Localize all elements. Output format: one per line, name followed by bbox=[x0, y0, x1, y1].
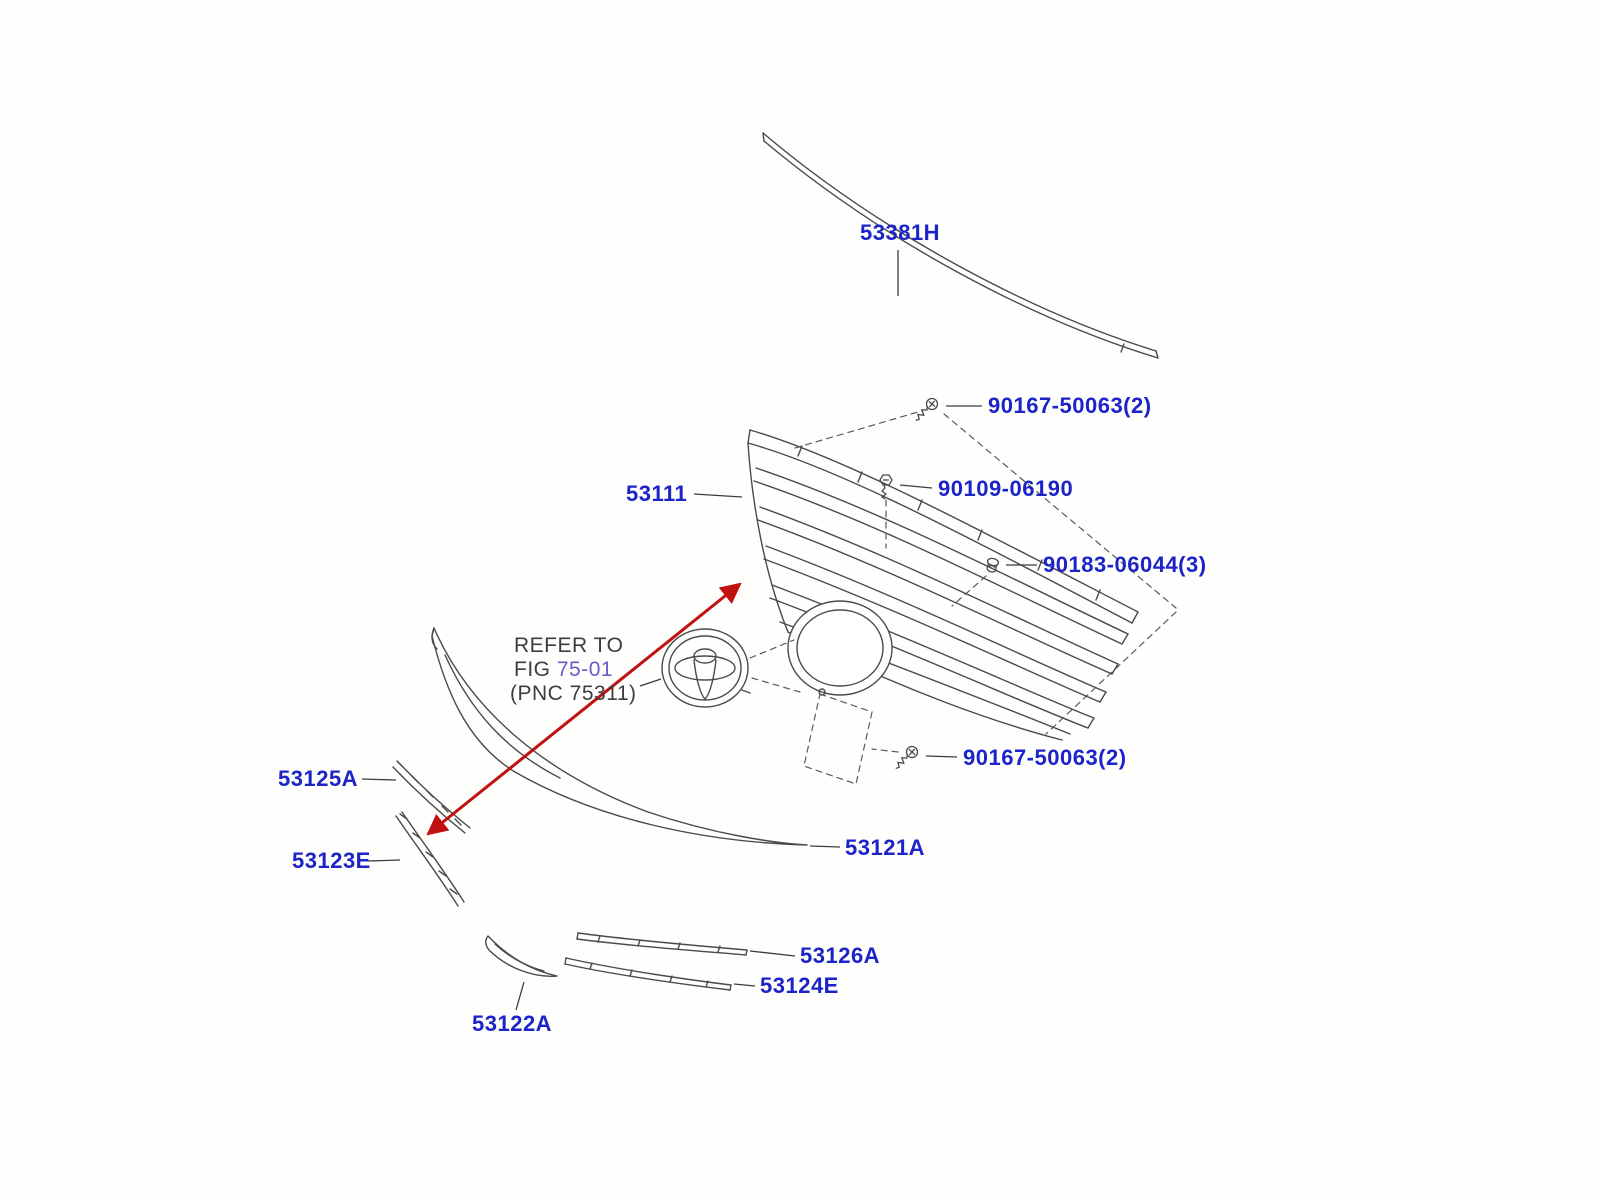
strip-53126A-drawing bbox=[576, 932, 748, 956]
label-53125A: 53125A bbox=[278, 766, 358, 791]
hood-molding-53121A-drawing bbox=[431, 627, 808, 846]
strip-53123E-drawing bbox=[395, 811, 465, 907]
label-screw-top: 90167-50063(2) bbox=[988, 393, 1152, 418]
strip-53125A-drawing bbox=[392, 760, 471, 834]
hood-molding-53381H-drawing bbox=[762, 132, 1159, 359]
label-53126A: 53126A bbox=[800, 943, 880, 968]
red-reference-arrow bbox=[426, 582, 742, 836]
label-grommet-90183: 90183-06044(3) bbox=[1043, 552, 1207, 577]
screw-top-drawing bbox=[912, 395, 941, 426]
label-53124E: 53124E bbox=[760, 973, 839, 998]
label-screw-bottom: 90167-50063(2) bbox=[963, 745, 1127, 770]
strip-53124E-drawing bbox=[564, 957, 732, 991]
refer-note-fig-number: 75-01 bbox=[557, 658, 613, 681]
label-53381H: 53381H bbox=[860, 220, 940, 245]
grille-53111-drawing bbox=[747, 429, 1139, 741]
label-53111: 53111 bbox=[626, 481, 687, 506]
label-53121A: 53121A bbox=[845, 835, 925, 860]
refer-note-line3: (PNC 75311) bbox=[510, 682, 637, 705]
refer-note-line2: FIG 75-01 bbox=[514, 658, 613, 681]
label-53123E: 53123E bbox=[292, 848, 371, 873]
label-bolt-90109: 90109-06190 bbox=[938, 476, 1073, 501]
label-53122A: 53122A bbox=[472, 1011, 552, 1036]
piece-53122A-drawing bbox=[485, 935, 558, 977]
refer-note-line1: REFER TO bbox=[514, 634, 623, 657]
screw-bottom-drawing bbox=[892, 743, 921, 774]
refer-note-fig-prefix: FIG bbox=[514, 658, 557, 681]
assembly-dashed-lines bbox=[749, 411, 1177, 785]
leader-lines bbox=[361, 250, 1037, 1011]
emblem-drawing bbox=[661, 628, 751, 708]
refer-note: REFER TO FIG 75-01 (PNC 75311) bbox=[510, 634, 637, 705]
